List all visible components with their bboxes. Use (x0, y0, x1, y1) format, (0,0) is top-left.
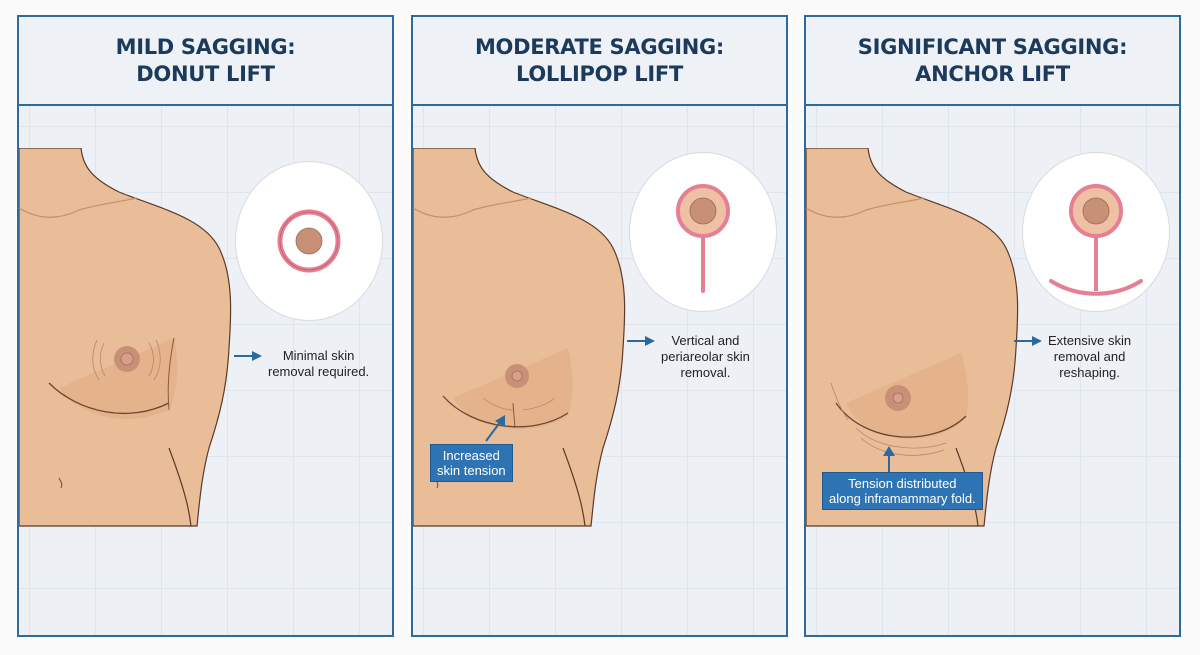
incision-diagram-anchor (1023, 153, 1169, 311)
panel-title-line2: ANCHOR LIFT (915, 61, 1070, 86)
torso-illustration-mild (19, 148, 232, 527)
panel-significant-sagging: SIGNIFICANT SAGGING: ANCHOR LIFT (804, 15, 1181, 637)
panel-header: MILD SAGGING: DONUT LIFT (19, 17, 392, 106)
torso-illustration-significant (806, 148, 1019, 527)
torso-illustration-moderate (413, 148, 626, 527)
arrow-right-icon (1014, 336, 1042, 346)
arrow-up-icon (883, 446, 895, 474)
arrow-up-right-icon (485, 415, 505, 442)
panel-header: SIGNIFICANT SAGGING: ANCHOR LIFT (806, 17, 1179, 106)
donut-incision-icon (277, 209, 341, 273)
callout-increased-skin-tension: Increased skin tension (430, 444, 513, 482)
lollipop-incision-icon (676, 184, 730, 293)
panel-title-line2: LOLLIPOP LIFT (516, 61, 683, 86)
panel-title-line1: SIGNIFICANT SAGGING: (857, 34, 1128, 59)
note-significant: Extensive skin removal and reshaping. (1014, 333, 1131, 381)
callout-tension-distributed: Tension distributed along inframammary f… (822, 472, 983, 510)
note-mild: Minimal skin removal required. (234, 348, 369, 380)
panel-body: Minimal skin removal required. (19, 106, 392, 635)
incision-diagram-lollipop (630, 153, 776, 311)
arrow-right-icon (234, 351, 262, 361)
panel-moderate-sagging: MODERATE SAGGING: LOLLIPOP LIFT (411, 15, 788, 637)
panel-body: Extensive skin removal and reshaping. Te… (806, 106, 1179, 635)
note-text: Minimal skin removal required. (268, 348, 370, 379)
panel-title-line1: MODERATE SAGGING: (474, 34, 725, 59)
incision-diagram-donut (236, 162, 382, 320)
panel-title-line1: MILD SAGGING: (115, 34, 296, 59)
anchor-incision-icon (1049, 184, 1143, 296)
panel-header: MODERATE SAGGING: LOLLIPOP LIFT (413, 17, 786, 106)
note-moderate: Vertical and periareolar skin removal. (627, 333, 750, 381)
arrow-right-icon (627, 336, 655, 346)
panel-mild-sagging: MILD SAGGING: DONUT LIFT (17, 15, 394, 637)
note-text: Extensive skin removal and reshaping. (1048, 333, 1132, 380)
note-text: Vertical and periareolar skin removal. (661, 333, 750, 380)
panel-title-line2: DONUT LIFT (136, 61, 275, 86)
panel-body: Vertical and periareolar skin removal. I… (413, 106, 786, 635)
